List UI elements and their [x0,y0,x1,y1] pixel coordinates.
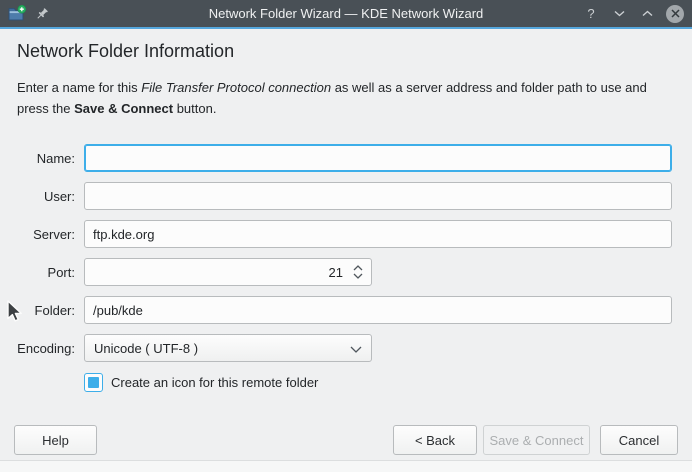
window-titlebar: Network Folder Wizard — KDE Network Wiza… [0,0,692,27]
chevron-down-icon [614,10,624,17]
help-icon: ? [587,6,595,21]
name-label: Name: [36,150,75,166]
titlebar-accent-line [0,27,692,29]
minimize-button[interactable] [610,5,628,23]
folder-input[interactable] [84,296,672,324]
help-button[interactable]: Help [14,425,97,455]
name-input[interactable] [84,144,672,172]
close-button[interactable] [666,4,684,23]
cancel-button[interactable]: Cancel [600,425,678,455]
dialog-content: Network Folder Information Enter a name … [0,29,692,472]
window-bottom-edge [0,460,692,472]
save-connect-button[interactable]: Save & Connect [483,425,590,455]
encoding-combobox[interactable]: Unicode ( UTF-8 ) [84,334,372,362]
intro-protocol-name: File Transfer Protocol connection [141,80,332,95]
port-label: Port: [47,264,75,280]
create-icon-checkbox[interactable] [84,373,103,392]
checkbox-checkmark [88,377,99,388]
user-input[interactable] [84,182,672,210]
dropdown-arrow-icon [350,346,362,353]
maximize-button[interactable] [638,5,656,23]
server-label: Server: [33,226,75,242]
chevron-up-icon [642,10,652,17]
spin-down-icon[interactable] [353,273,363,279]
encoding-selected-value: Unicode ( UTF-8 ) [94,340,199,356]
pin-icon[interactable] [35,7,49,21]
port-spinbox [84,258,372,286]
page-title: Network Folder Information [17,41,235,61]
close-icon [670,9,680,18]
folder-label: Folder: [34,302,75,318]
back-button[interactable]: < Back [393,425,477,455]
intro-part2: as well as a server address and folder p… [17,80,647,116]
context-help-button[interactable]: ? [582,5,600,23]
intro-part1: Enter a name for this [17,80,142,95]
intro-text: Enter a name for this File Transfer Prot… [17,77,677,119]
intro-part3: button. [173,101,217,116]
user-label: User: [43,188,75,204]
encoding-label: Encoding: [17,340,75,356]
server-input[interactable] [84,220,672,248]
folder-new-icon[interactable] [8,5,27,22]
create-icon-checkbox-label: Create an icon for this remote folder [111,375,319,390]
port-input[interactable] [84,258,372,286]
intro-save-connect-ref: Save & Connect [74,101,174,116]
spin-up-icon[interactable] [353,265,363,271]
